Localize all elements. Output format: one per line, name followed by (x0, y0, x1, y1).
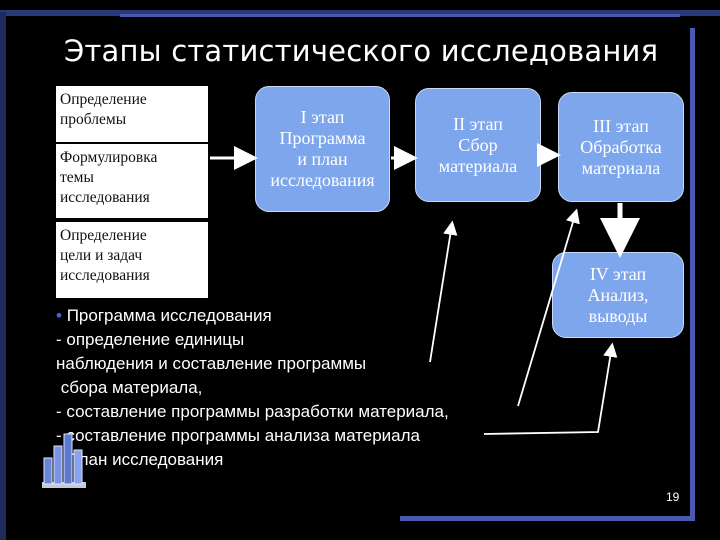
notes-line: - определение единицы (56, 330, 245, 349)
left-box-line: темы (60, 169, 94, 186)
left-box-line: цели и задач (60, 247, 143, 264)
stage-line: материала (438, 155, 518, 176)
frame-bottom-bar (400, 516, 695, 521)
stage-line: Анализ, (587, 284, 649, 305)
notes-line: • Программа исследования (56, 304, 449, 328)
stage-4-box: IV этап Анализ, выводы (552, 252, 684, 338)
notes-line: сбора материала, (56, 378, 203, 397)
arrow-notes-to-stage2 (429, 220, 458, 363)
arrow-notes-to-stage3 (517, 208, 580, 407)
stage-line: II этап (453, 113, 503, 134)
stage-line: III этап (593, 115, 649, 136)
left-box-line: проблемы (60, 111, 127, 128)
stage-line: Программа (279, 128, 366, 148)
stage-line: и план (297, 149, 348, 169)
notes-list: • Программа исследования - определение е… (56, 304, 449, 472)
left-box-line: исследования (60, 189, 150, 206)
page-number: 19 (666, 490, 680, 504)
stage-line: I этап (300, 107, 345, 127)
frame-right-bar (690, 28, 695, 518)
stage-line: Обработка (580, 136, 662, 157)
left-box-topic: Формулировка темы исследования (56, 144, 208, 218)
stage-line: материала (581, 157, 661, 178)
stage-3-box: III этап Обработка материала (558, 92, 684, 202)
arrow-notes-to-stage4 (483, 342, 618, 435)
notes-line: наблюдения и составление программы (56, 354, 367, 373)
stage-line: выводы (588, 305, 648, 326)
bullet-mark: • (56, 306, 62, 325)
frame-left-bar (0, 12, 6, 540)
left-box-line: Определение (60, 227, 147, 244)
notes-line: - составление программы анализа материал… (56, 426, 420, 445)
stage-line: Сбор (458, 134, 498, 155)
stage-line: IV этап (589, 263, 647, 284)
slide-title: Этапы статистического исследования (64, 34, 659, 68)
stage-1-box: I этап Программа и план исследования (255, 86, 390, 212)
stage-line: исследования (270, 170, 375, 190)
left-box-goals: Определение цели и задач исследования (56, 222, 208, 298)
stage-2-box: II этап Сбор материала (415, 88, 541, 202)
notes-line: - составление программы разработки матер… (56, 402, 449, 421)
frame-top-accent (120, 14, 680, 17)
left-box-line: Формулировка (60, 149, 158, 166)
left-box-line: Определение (60, 91, 147, 108)
notes-line-text: Программа исследования (66, 306, 272, 325)
left-box-line: исследования (60, 267, 150, 284)
bar-chart-icon (42, 433, 86, 488)
frame-top-bar (0, 10, 720, 16)
notes-line: - План исследования (56, 450, 224, 469)
left-box-problem: Определение проблемы (56, 86, 208, 142)
